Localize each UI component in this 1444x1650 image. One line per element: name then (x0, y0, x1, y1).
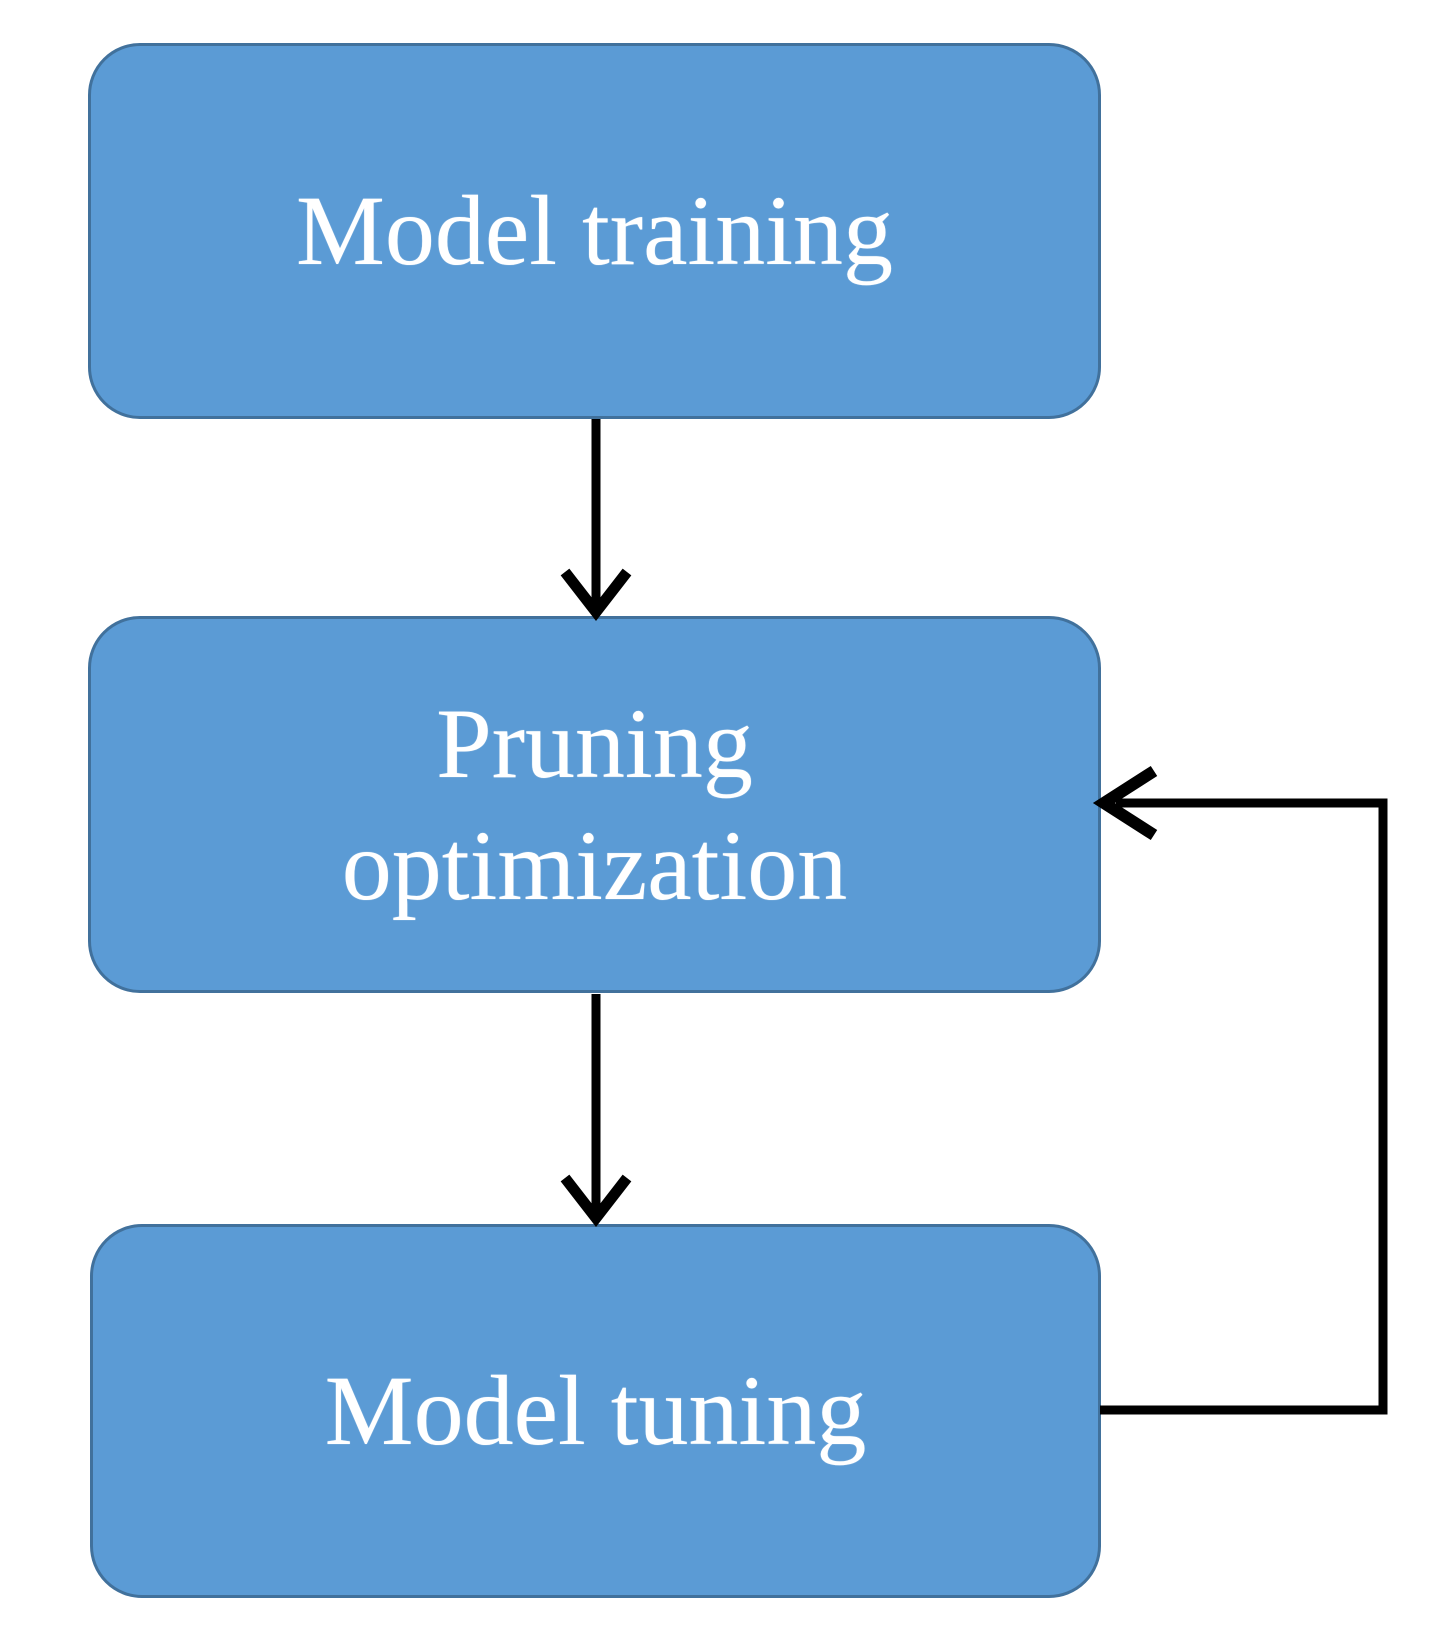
edge-training-to-pruning-arrow (560, 419, 632, 621)
node-model-training-label: Model training (296, 170, 893, 292)
node-label-line: Model tuning (324, 1355, 867, 1466)
edge-pruning-to-tuning-arrow (560, 994, 632, 1227)
node-label-line: optimization (341, 809, 848, 921)
edge-tuning-back-to-pruning-feedback-arrow (1092, 765, 1388, 1415)
node-label-line: Model training (295, 175, 894, 286)
node-label-line: Pruning (436, 687, 753, 799)
node-pruning-optimization-label: Pruning optimization (342, 683, 847, 927)
node-pruning-optimization: Pruning optimization (88, 616, 1101, 993)
node-model-training: Model training (88, 43, 1101, 419)
node-model-tuning: Model tuning (90, 1224, 1101, 1598)
node-model-tuning-label: Model tuning (325, 1350, 867, 1472)
